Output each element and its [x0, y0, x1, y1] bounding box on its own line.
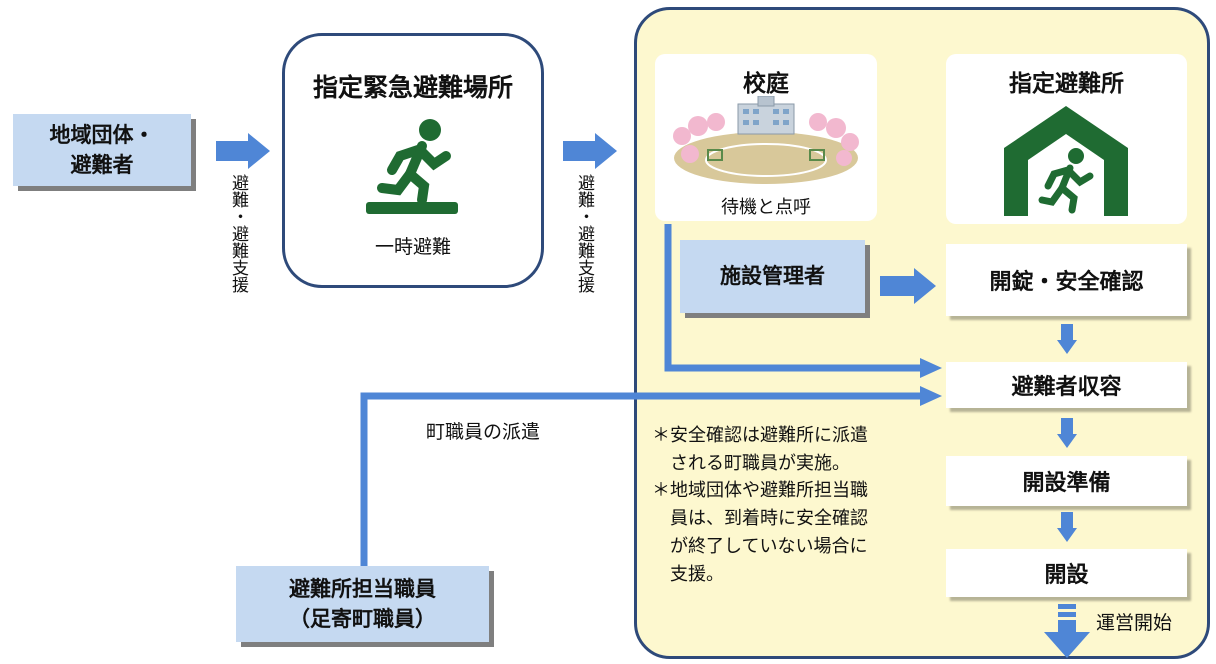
- flow-arrow-1: [216, 133, 270, 169]
- step-open-box: 開設: [946, 549, 1187, 597]
- note-1-line-2: される町職員が実施。: [652, 452, 850, 474]
- step-arrow-2: [1057, 418, 1077, 448]
- step-accept-box: 避難者収容: [946, 362, 1187, 408]
- support-label-2: 避難・避難支援: [574, 174, 594, 293]
- note-2-line-3: が終了していない場合に: [652, 535, 868, 557]
- running-person-icon: [366, 119, 458, 214]
- staff-line1: 避難所担当職員: [289, 576, 436, 601]
- schoolyard-title: 校庭: [743, 71, 789, 97]
- facility-manager-box: 施設管理者: [680, 240, 865, 313]
- schoolyard-caption: 待機と点呼: [721, 197, 811, 218]
- emergency-place-title: 指定緊急避難場所: [312, 73, 513, 102]
- operation-start-arrow: [1044, 604, 1090, 658]
- flow-arrow-2: [563, 133, 617, 169]
- note-1: ＊安全確認は避難所に派遣 される町職員が実施。: [652, 422, 868, 478]
- operation-start-label: 運営開始: [1096, 612, 1173, 634]
- shelter-house-icon: [1004, 106, 1128, 216]
- step-arrow-1: [1057, 324, 1077, 354]
- emergency-place-caption: 一時避難: [374, 236, 451, 258]
- flow-arrow-facility: [880, 268, 936, 304]
- note-2-line-4: 支援。: [652, 563, 724, 585]
- step-unlock-box: 開錠・安全確認: [946, 244, 1187, 316]
- staff-box: 避難所担当職員 （足寄町職員）: [236, 566, 489, 642]
- community-line1: 地域団体・: [49, 122, 155, 147]
- support-label-1: 避難・避難支援: [228, 174, 248, 293]
- schoolyard-illustration-icon: [673, 96, 859, 184]
- dispatch-label: 町職員の派遣: [426, 421, 541, 443]
- note-2: ＊地域団体や避難所担当職 員は、到着時に安全確認 が終了していない場合に 支援。: [652, 477, 868, 589]
- shelter-title: 指定避難所: [1009, 71, 1124, 97]
- community-box: 地域団体・ 避難者: [13, 114, 191, 186]
- note-2-line-2: 員は、到着時に安全確認: [652, 507, 868, 529]
- step-prepare-box: 開設準備: [946, 456, 1187, 506]
- step-arrow-3: [1057, 512, 1077, 542]
- community-line2: 避難者: [70, 153, 134, 177]
- note-1-line-1: ＊安全確認は避難所に派遣: [652, 425, 868, 446]
- note-2-line-1: ＊地域団体や避難所担当職: [652, 480, 868, 501]
- staff-line2: （足寄町職員）: [289, 607, 436, 631]
